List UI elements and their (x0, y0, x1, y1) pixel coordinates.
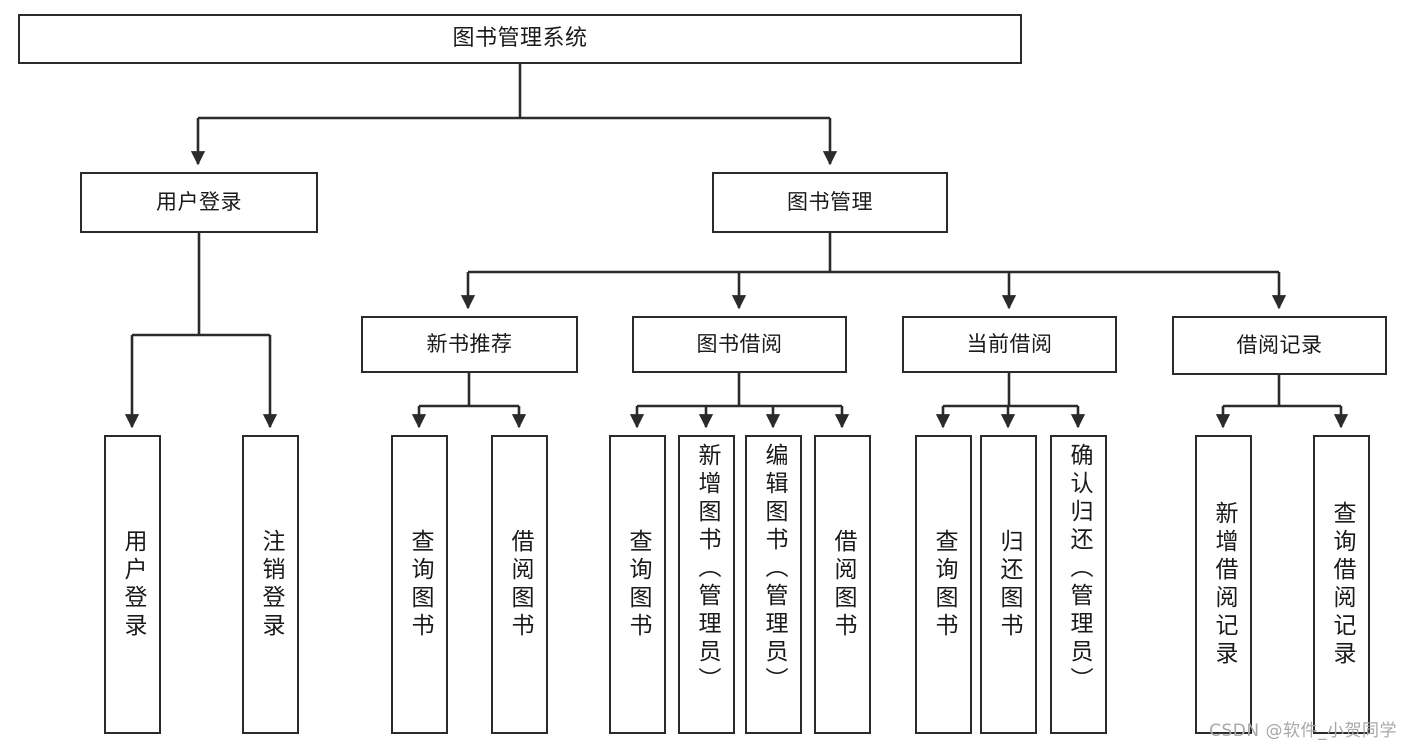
node-label: 归还图书 (996, 528, 1022, 641)
node-new-book-recommendation[interactable]: 新书推荐 (361, 316, 578, 373)
leaf-query-borrow-record[interactable]: 查询借阅记录 (1313, 435, 1370, 734)
node-label: 编辑图书（管理员） (761, 443, 787, 695)
leaf-query-book-current[interactable]: 查询图书 (915, 435, 972, 734)
leaf-logout[interactable]: 注销登录 (242, 435, 299, 734)
leaf-borrow-book-borrowing[interactable]: 借阅图书 (814, 435, 871, 734)
node-user-login[interactable]: 用户登录 (80, 172, 318, 233)
node-book-borrowing[interactable]: 图书借阅 (632, 316, 847, 373)
node-book-management[interactable]: 图书管理 (712, 172, 948, 233)
node-current-borrowing[interactable]: 当前借阅 (902, 316, 1117, 373)
leaf-return-book[interactable]: 归还图书 (980, 435, 1037, 734)
node-label: 用户登录 (156, 189, 242, 214)
node-label: 图书借阅 (696, 331, 783, 356)
node-label: 新增借阅记录 (1211, 500, 1237, 669)
node-label: 借阅图书 (507, 528, 533, 641)
leaf-add-book-admin[interactable]: 新增图书（管理员） (678, 435, 735, 734)
node-label: 查询借阅记录 (1329, 500, 1355, 669)
node-label: 新增图书（管理员） (694, 443, 720, 695)
node-label: 查询图书 (931, 528, 957, 641)
node-label: 借阅记录 (1236, 332, 1323, 357)
leaf-borrow-book-recommendation[interactable]: 借阅图书 (491, 435, 548, 734)
node-root-book-management-system[interactable]: 图书管理系统 (18, 14, 1022, 64)
leaf-edit-book-admin[interactable]: 编辑图书（管理员） (745, 435, 802, 734)
node-label: 查询图书 (625, 528, 651, 641)
leaf-query-book-borrowing[interactable]: 查询图书 (609, 435, 666, 734)
leaf-query-book-recommendation[interactable]: 查询图书 (391, 435, 448, 734)
node-borrowing-record[interactable]: 借阅记录 (1172, 316, 1387, 375)
node-label: 当前借阅 (966, 331, 1053, 356)
node-label: 图书管理 (787, 189, 873, 214)
leaf-user-login[interactable]: 用户登录 (104, 435, 161, 734)
leaf-confirm-return-admin[interactable]: 确认归还（管理员） (1050, 435, 1107, 734)
node-label: 查询图书 (407, 528, 433, 641)
node-label: 图书管理系统 (452, 25, 588, 51)
node-label: 新书推荐 (426, 331, 513, 356)
node-label: 借阅图书 (830, 528, 856, 641)
leaf-add-borrow-record[interactable]: 新增借阅记录 (1195, 435, 1252, 734)
node-label: 用户登录 (120, 528, 146, 641)
node-label: 注销登录 (258, 528, 284, 641)
node-label: 确认归还（管理员） (1066, 443, 1092, 695)
